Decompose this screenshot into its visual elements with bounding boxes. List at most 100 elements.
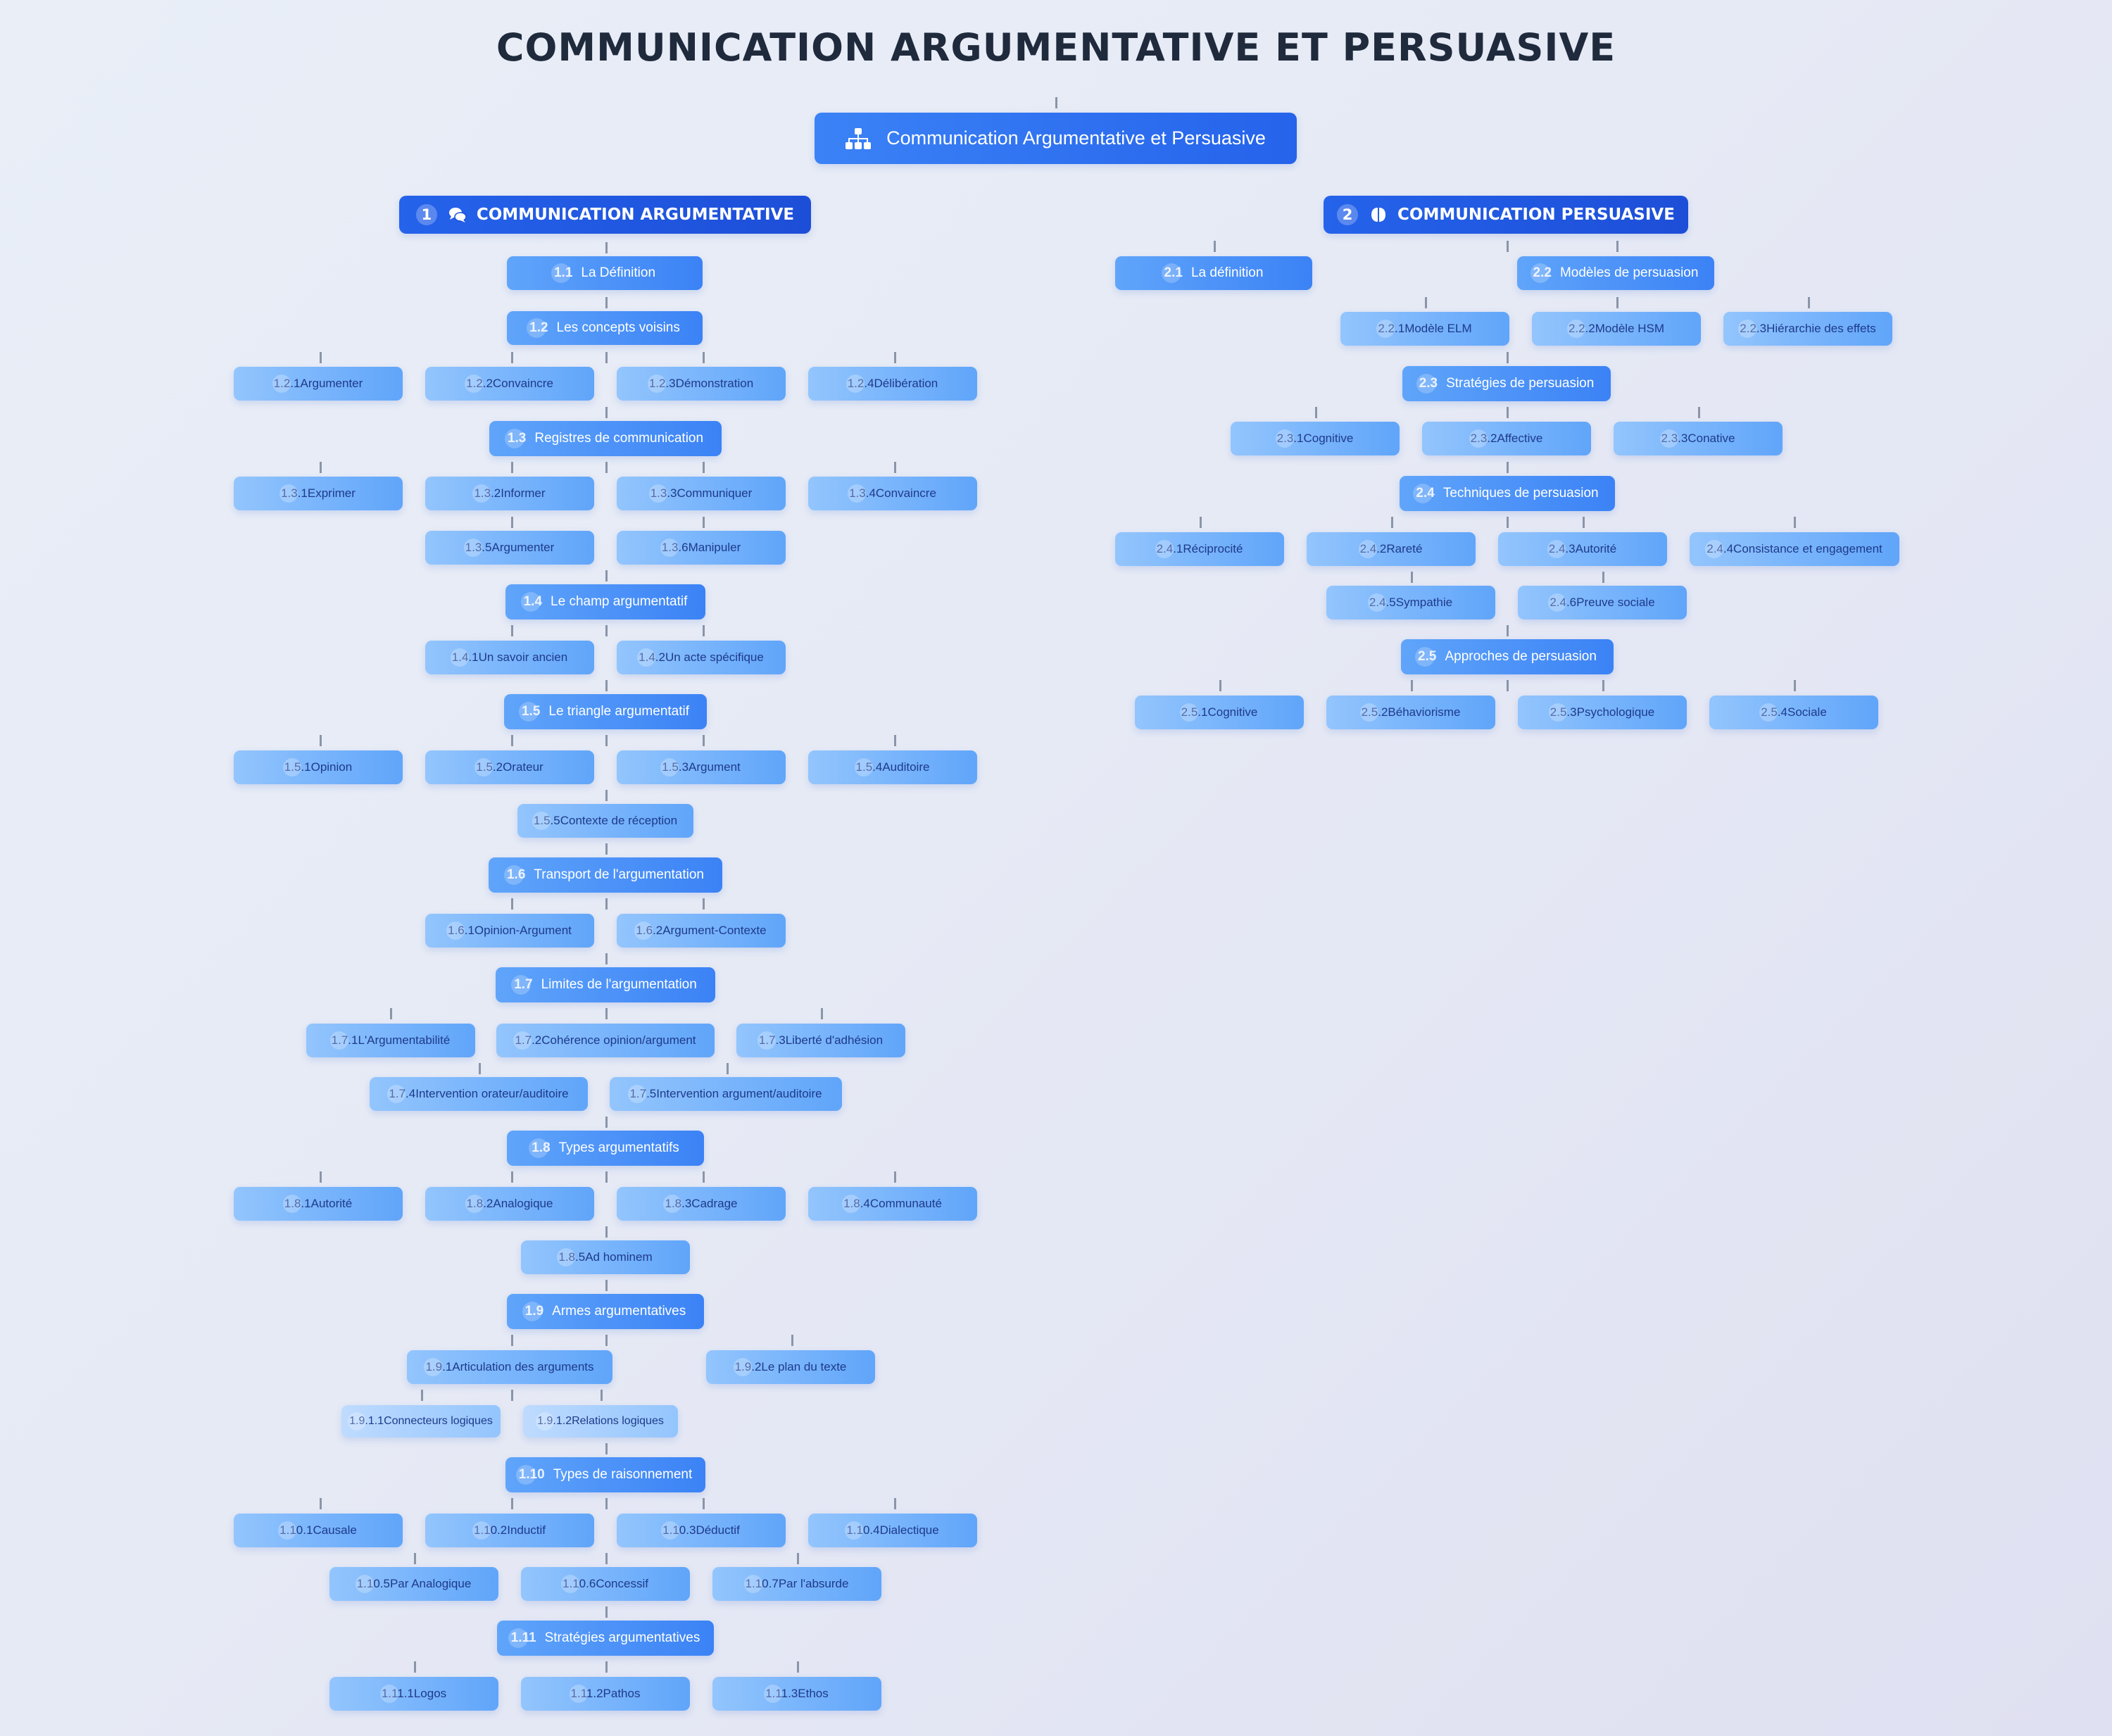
node-number: 1.10.1: [278, 1521, 313, 1540]
section-2-header[interactable]: 2 COMMUNICATION PERSUASIVE: [1324, 196, 1688, 234]
node-label: Communiquer: [677, 486, 753, 500]
connector-line: [1055, 97, 1057, 108]
connector-line: [1219, 680, 1221, 691]
section-1-header[interactable]: 1 COMMUNICATION ARGUMENTATIVE: [399, 196, 811, 234]
connector-line: [1411, 572, 1413, 583]
node-number: 1.10.6: [561, 1575, 596, 1593]
node-number: 1.2: [527, 318, 548, 338]
section-number: 1: [415, 204, 437, 225]
connector-line: [894, 352, 896, 363]
node-label: Logos: [413, 1687, 447, 1700]
node-number: 1.7.1: [329, 1031, 358, 1050]
node-label: Hiérarchie des effets: [1766, 322, 1876, 335]
connector-line: [727, 1063, 729, 1074]
connector-line: [894, 462, 896, 473]
root-node[interactable]: Communication Argumentative et Persuasiv…: [815, 113, 1297, 164]
node-number: 1.7.2: [513, 1031, 542, 1050]
node-label: Modèles de persuasion: [1559, 265, 1699, 280]
connector-line: [421, 1390, 423, 1401]
connector-line: [1507, 517, 1509, 528]
connector-line: [703, 735, 705, 746]
node-label: Intervention orateur/auditoire: [415, 1087, 569, 1100]
node-label: Modèle HSM: [1595, 322, 1665, 335]
node-label: Preuve sociale: [1576, 596, 1655, 609]
